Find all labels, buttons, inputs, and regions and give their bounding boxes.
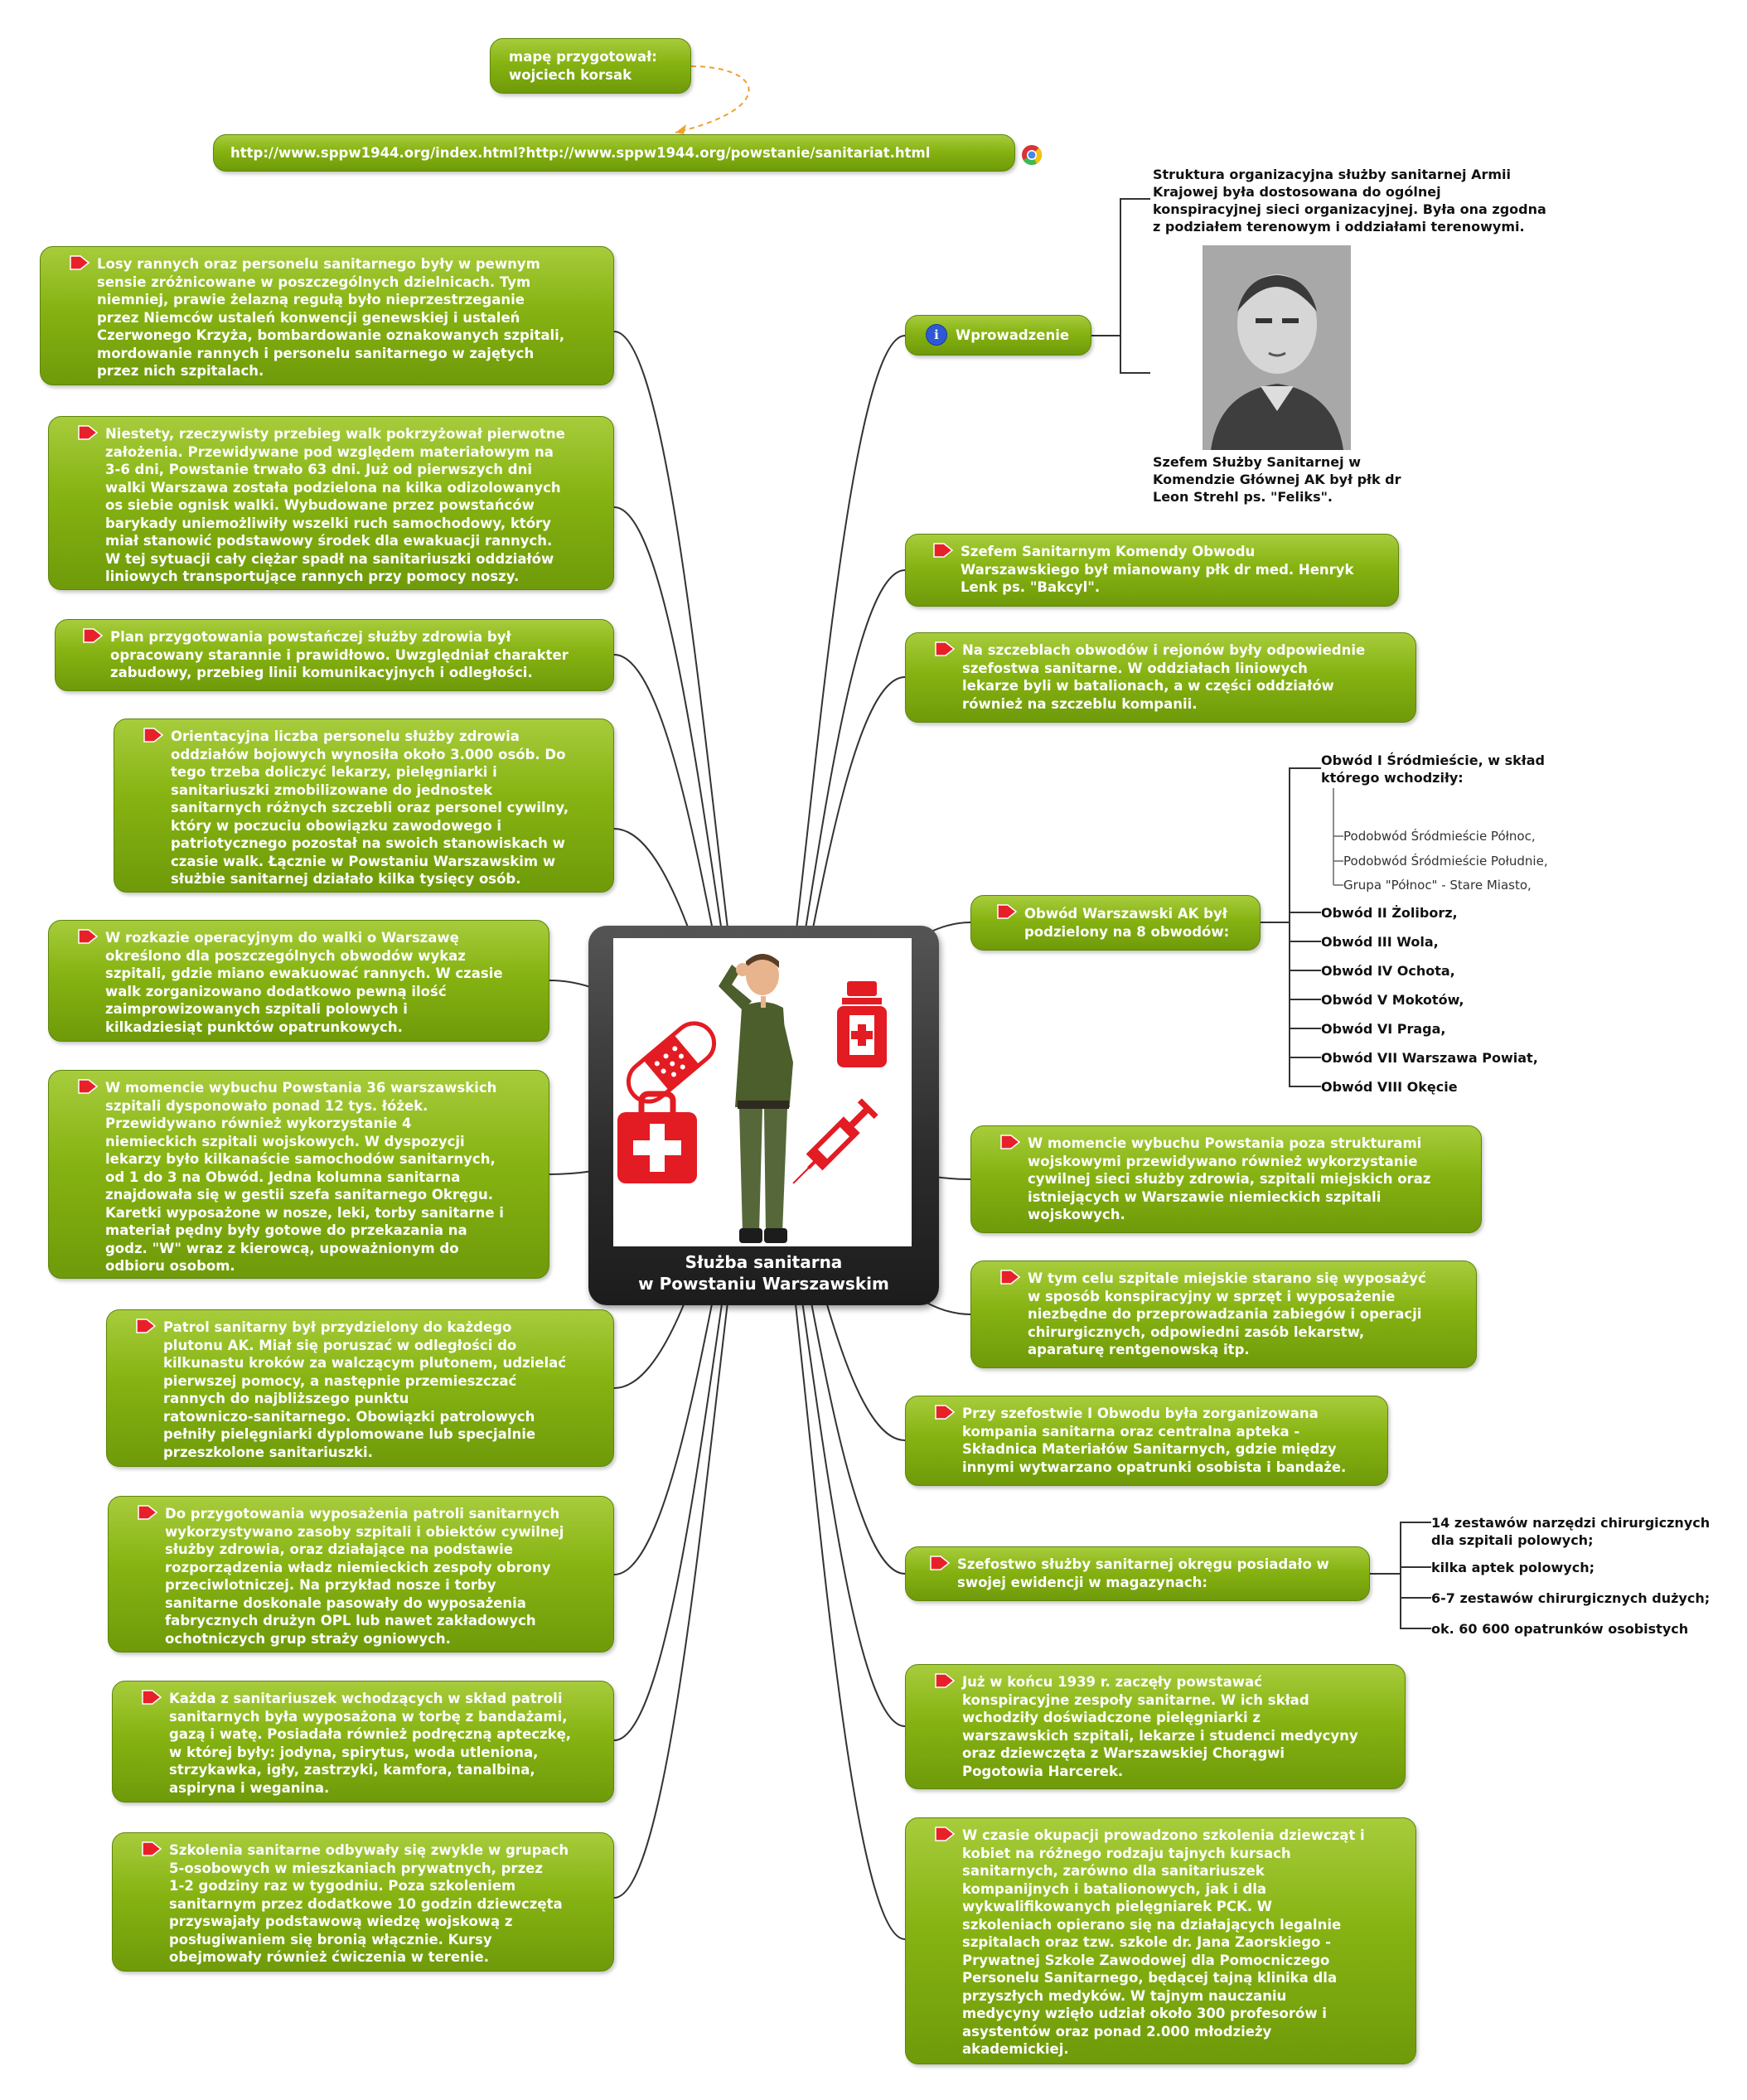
- author-arrow: [675, 65, 750, 133]
- flag-icon: [935, 1827, 956, 1841]
- obwod-1-label: Obwód I Śródmieście, w skład którego wch…: [1321, 752, 1545, 786]
- topic-node-right-3[interactable]: Na szczeblach obwodów i rejonów były odp…: [905, 632, 1416, 723]
- topic-node-left-10[interactable]: Szkolenia sanitarne odbywały się zwykle …: [112, 1832, 614, 1972]
- flag-icon: [935, 1673, 956, 1688]
- magazyn-item-3: 6-7 zestawów chirurgicznych dużych;: [1431, 1590, 1711, 1606]
- central-topic[interactable]: Służba sanitarna w Powstaniu Warszawskim: [588, 926, 939, 1305]
- flag-icon: [83, 628, 104, 643]
- topic-text: Losy rannych oraz personelu sanitarnego …: [97, 256, 565, 379]
- topic-text: Szkolenia sanitarne odbywały się zwykle …: [169, 1842, 569, 1965]
- topic-node-left-2[interactable]: Niestety, rzeczywisty przebieg walk pokr…: [48, 416, 614, 590]
- podobwod-3: Grupa "Północ" - Stare Miasto,: [1343, 878, 1532, 893]
- topic-node-left-5[interactable]: W rozkazie operacyjnym do walki o Warsza…: [48, 920, 549, 1042]
- intro-bracket: [1091, 198, 1150, 374]
- bandage-icon: [626, 1021, 717, 1104]
- obwod-5-label: Obwód V Mokotów,: [1321, 992, 1464, 1008]
- saluting-soldier-figure: [719, 954, 793, 1243]
- arrow-head: [675, 124, 686, 134]
- podobwody-bracket: [1333, 788, 1343, 886]
- topic-text: Szefostwo służby sanitarnej okręgu posia…: [957, 1556, 1329, 1590]
- topic-text: Szefem Sanitarnym Komendy Obwodu Warszaw…: [961, 544, 1354, 595]
- flag-icon: [70, 255, 90, 270]
- intro-portrait-caption: Szefem Służby Sanitarnej w Komendzie Głó…: [1153, 454, 1401, 505]
- topic-node-left-9[interactable]: Każda z sanitariuszek wchodzących w skła…: [112, 1681, 614, 1802]
- flag-icon: [933, 543, 954, 558]
- topic-text: Patrol sanitarny był przydzielony do każ…: [163, 1319, 567, 1460]
- topic-text: W momencie wybuchu Powstania 36 warszaws…: [105, 1080, 504, 1274]
- topic-text: Niestety, rzeczywisty przebieg walk pokr…: [105, 426, 565, 584]
- topic-text: Na szczeblach obwodów i rejonów były odp…: [962, 642, 1366, 712]
- topic-node-left-6[interactable]: W momencie wybuchu Powstania 36 warszaws…: [48, 1070, 549, 1279]
- flag-icon: [142, 1690, 162, 1705]
- obwod-4-label: Obwód IV Ochota,: [1321, 963, 1455, 979]
- first-aid-kit-icon: [617, 1091, 697, 1183]
- podobwod-2: Podobwód Śródmieście Południe,: [1343, 854, 1548, 869]
- topic-text: W momencie wybuchu Powstania poza strukt…: [1028, 1135, 1431, 1222]
- info-icon: i: [926, 324, 947, 346]
- central-topic-title: Służba sanitarna w Powstaniu Warszawskim: [638, 1252, 889, 1294]
- topic-node-right-4[interactable]: Obwód Warszawski AK był podzielony na 8 …: [970, 895, 1261, 951]
- magazyn-item-1: 14 zestawów narzędzi chirurgicznych dla …: [1431, 1515, 1711, 1548]
- flag-icon: [997, 904, 1018, 919]
- topic-node-intro[interactable]: i Wprowadzenie: [905, 315, 1091, 356]
- obwod-6-label: Obwód VI Praga,: [1321, 1021, 1446, 1037]
- topic-node-right-7[interactable]: Przy szefostwie I Obwodu była zorganizow…: [905, 1396, 1388, 1486]
- leon-strehl-portrait: [1203, 245, 1351, 450]
- source-url-text: http://www.sppw1944.org/index.html?http:…: [230, 145, 931, 161]
- flag-icon: [78, 425, 99, 440]
- chrome-icon[interactable]: [1021, 144, 1043, 166]
- topic-node-right-6[interactable]: W tym celu szpitale miejskie starano się…: [970, 1260, 1477, 1368]
- topic-text: Wprowadzenie: [956, 327, 1070, 343]
- topic-text: Każda z sanitariuszek wchodzących w skła…: [169, 1691, 572, 1796]
- topic-text: Orientacyjna liczba personelu służby zdr…: [171, 728, 569, 887]
- magazyn-item-2: kilka aptek polowych;: [1431, 1560, 1595, 1575]
- topic-node-left-1[interactable]: Losy rannych oraz personelu sanitarnego …: [40, 246, 614, 385]
- flag-icon: [142, 1841, 162, 1856]
- topic-node-right-2[interactable]: Szefem Sanitarnym Komendy Obwodu Warszaw…: [905, 534, 1399, 607]
- flag-icon: [1000, 1135, 1021, 1149]
- flag-icon: [930, 1556, 951, 1570]
- topic-text: W rozkazie operacyjnym do walki o Warsza…: [105, 930, 503, 1035]
- magazyn-item-4: ok. 60 600 opatrunków osobistych: [1431, 1621, 1689, 1637]
- topic-node-left-3[interactable]: Plan przygotowania powstańczej służby zd…: [55, 619, 614, 691]
- flag-icon: [78, 929, 99, 944]
- topic-node-right-10[interactable]: W czasie okupacji prowadzono szkolenia d…: [905, 1817, 1416, 2064]
- podobwod-1: Podobwód Śródmieście Północ,: [1343, 829, 1536, 844]
- topic-text: W tym celu szpitale miejskie starano się…: [1028, 1270, 1426, 1357]
- flag-icon: [143, 728, 164, 743]
- flag-icon: [935, 641, 956, 656]
- obwod-2-label: Obwód II Żoliborz,: [1321, 905, 1458, 921]
- obwody-bracket: [1261, 767, 1321, 1087]
- obwod-7-label: Obwód VII Warszawa Powiat,: [1321, 1050, 1538, 1066]
- flag-icon: [138, 1505, 158, 1520]
- source-url-link[interactable]: http://www.sppw1944.org/index.html?http:…: [213, 134, 1015, 172]
- obwod-3-label: Obwód III Wola,: [1321, 934, 1439, 950]
- flag-icon: [78, 1079, 99, 1094]
- topic-text: Obwód Warszawski AK był podzielony na 8 …: [1024, 906, 1230, 940]
- topic-node-right-9[interactable]: Już w końcu 1939 r. zaczęły powstawać ko…: [905, 1664, 1406, 1789]
- topic-text: Do przygotowania wyposażenia patroli san…: [165, 1506, 564, 1647]
- topic-node-left-4[interactable]: Orientacyjna liczba personelu służby zdr…: [114, 719, 614, 893]
- topic-text: Już w końcu 1939 r. zaczęły powstawać ko…: [962, 1674, 1358, 1779]
- intro-structure-text: Struktura organizacyjna służby sanitarne…: [1153, 167, 1546, 235]
- flag-icon: [1000, 1270, 1021, 1285]
- topic-node-left-7[interactable]: Patrol sanitarny był przydzielony do każ…: [106, 1309, 614, 1467]
- flag-icon: [935, 1405, 956, 1420]
- syringe-icon: [792, 1098, 878, 1184]
- author-note[interactable]: mapę przygotował: wojciech korsak: [490, 38, 691, 94]
- flag-icon: [136, 1319, 157, 1333]
- topic-text: Plan przygotowania powstańczej służby zd…: [110, 629, 569, 680]
- topic-node-right-8[interactable]: Szefostwo służby sanitarnej okręgu posia…: [905, 1546, 1370, 1601]
- topic-node-left-8[interactable]: Do przygotowania wyposażenia patroli san…: [108, 1496, 614, 1652]
- author-note-text: mapę przygotował: wojciech korsak: [509, 49, 657, 83]
- topic-node-right-5[interactable]: W momencie wybuchu Powstania poza strukt…: [970, 1125, 1482, 1233]
- topic-text: Przy szefostwie I Obwodu była zorganizow…: [962, 1406, 1347, 1475]
- central-illustration: [613, 938, 912, 1246]
- obwod-8-label: Obwód VIII Okęcie: [1321, 1079, 1458, 1095]
- magazyny-bracket: [1370, 1522, 1431, 1629]
- topic-text: W czasie okupacji prowadzono szkolenia d…: [962, 1827, 1365, 2057]
- medicine-bottle-icon: [837, 981, 887, 1067]
